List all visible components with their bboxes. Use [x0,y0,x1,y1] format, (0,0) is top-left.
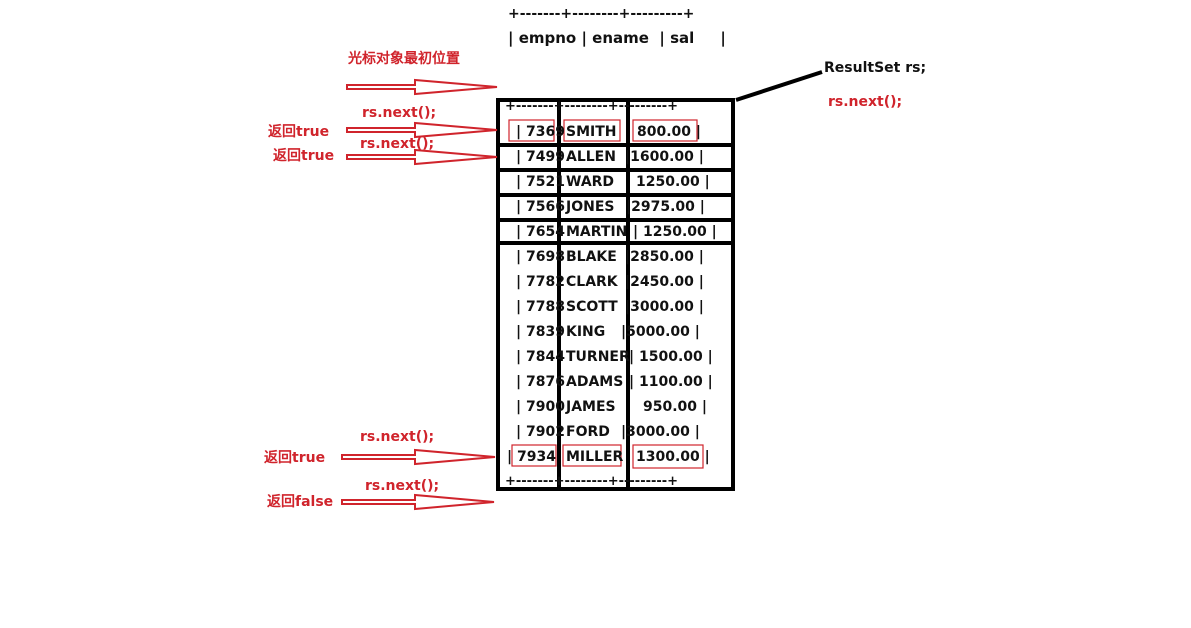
cell-empno: | 7369 [516,124,565,140]
cell-sal: |2450.00 | [625,274,704,290]
cell-ename: WARD [566,174,615,190]
call-label-3: rs.next(); [360,429,435,445]
cell-sal: 1250.00 | [636,174,710,190]
cell-ename: MARTIN [566,224,628,240]
cell-empno: | 7844 [516,349,565,365]
cell-empno: | 7698 [516,249,565,265]
table-top-border: +-------+--------+---------+ [505,99,679,114]
arrow-cursor-initial [346,78,498,96]
cell-empno: | 7900 [516,399,565,415]
result-set-frame [496,98,735,491]
cell-sal: |3000.00 | [625,299,704,315]
table-bottom-border: +-------+--------+---------+ [505,474,679,489]
return-label-1: 返回true [268,124,330,140]
cell-empno: | 7782 [516,274,565,290]
cell-ename: ALLEN [566,149,616,165]
call-label-1: rs.next(); [362,105,437,121]
cell-sal: 950.00 | [643,399,708,415]
table-row: | 7934 MILLER 1300.00 | [503,446,731,468]
cell-sal: |3000.00 | [621,424,700,440]
result-set-pointer-line [735,70,823,102]
cell-sal: |1600.00 | [625,149,704,165]
cell-empno: | 7521 [516,174,565,190]
cell-sal: 800.00 | [637,124,702,140]
cell-empno: | 7876 [516,374,565,390]
highlight-sal-1300 [632,444,704,469]
cell-sal: |2975.00 | [626,199,705,215]
cell-empno: | 7934 [507,449,556,465]
cell-empno: | 7788 [516,299,565,315]
cell-ename: ADAMS [566,374,624,390]
arrow-next-1 [346,121,498,139]
highlight-sal-800 [632,119,698,142]
header-columns: | empno | ename | sal | [508,29,726,47]
arrow-next-4 [341,493,495,511]
cell-empno: | 7566 [516,199,565,215]
cell-empno: | 7499 [516,149,565,165]
cell-empno: | 7654 [516,224,565,240]
cell-sal: 1300.00 | [636,449,710,465]
return-label-2: 返回true [273,148,335,164]
cell-sal: | 1100.00 | [629,374,713,390]
cell-ename: SMITH [566,124,617,140]
cell-ename: JAMES [566,399,616,415]
arrow-next-2 [346,148,498,166]
result-set-next-label: rs.next(); [828,94,903,110]
highlight-empno-7934 [511,444,557,467]
cell-ename: SCOTT [566,299,618,315]
cell-ename: JONES [566,199,615,215]
cell-ename: MILLER [566,449,624,465]
cell-ename: BLAKE [566,249,617,265]
cell-empno: | 7902 [516,424,565,440]
call-label-4: rs.next(); [365,478,440,494]
cell-sal: | 1500.00 | [629,349,713,365]
highlight-ename-smith [563,119,621,142]
call-label-2: rs.next(); [360,136,435,152]
cell-sal: |2850.00 | [625,249,704,265]
highlight-ename-miller [562,444,622,467]
return-label-3: 返回true [264,450,326,466]
highlight-empno-7369 [508,119,555,142]
cell-sal: | 1250.00 | [633,224,717,240]
cursor-initial-label: 光标对象最初位置 [348,51,460,67]
cell-ename: FORD [566,424,610,440]
cell-sal: |5000.00 | [621,324,700,340]
cell-ename: TURNER [566,349,630,365]
cell-empno: | 7839 [516,324,565,340]
cell-ename: KING [566,324,606,340]
cell-ename: CLARK [566,274,618,290]
return-label-4: 返回false [267,494,334,510]
arrow-next-3 [341,448,496,466]
result-set-label: ResultSet rs; [824,60,927,76]
header-border: +-------+--------+---------+ [508,6,695,22]
